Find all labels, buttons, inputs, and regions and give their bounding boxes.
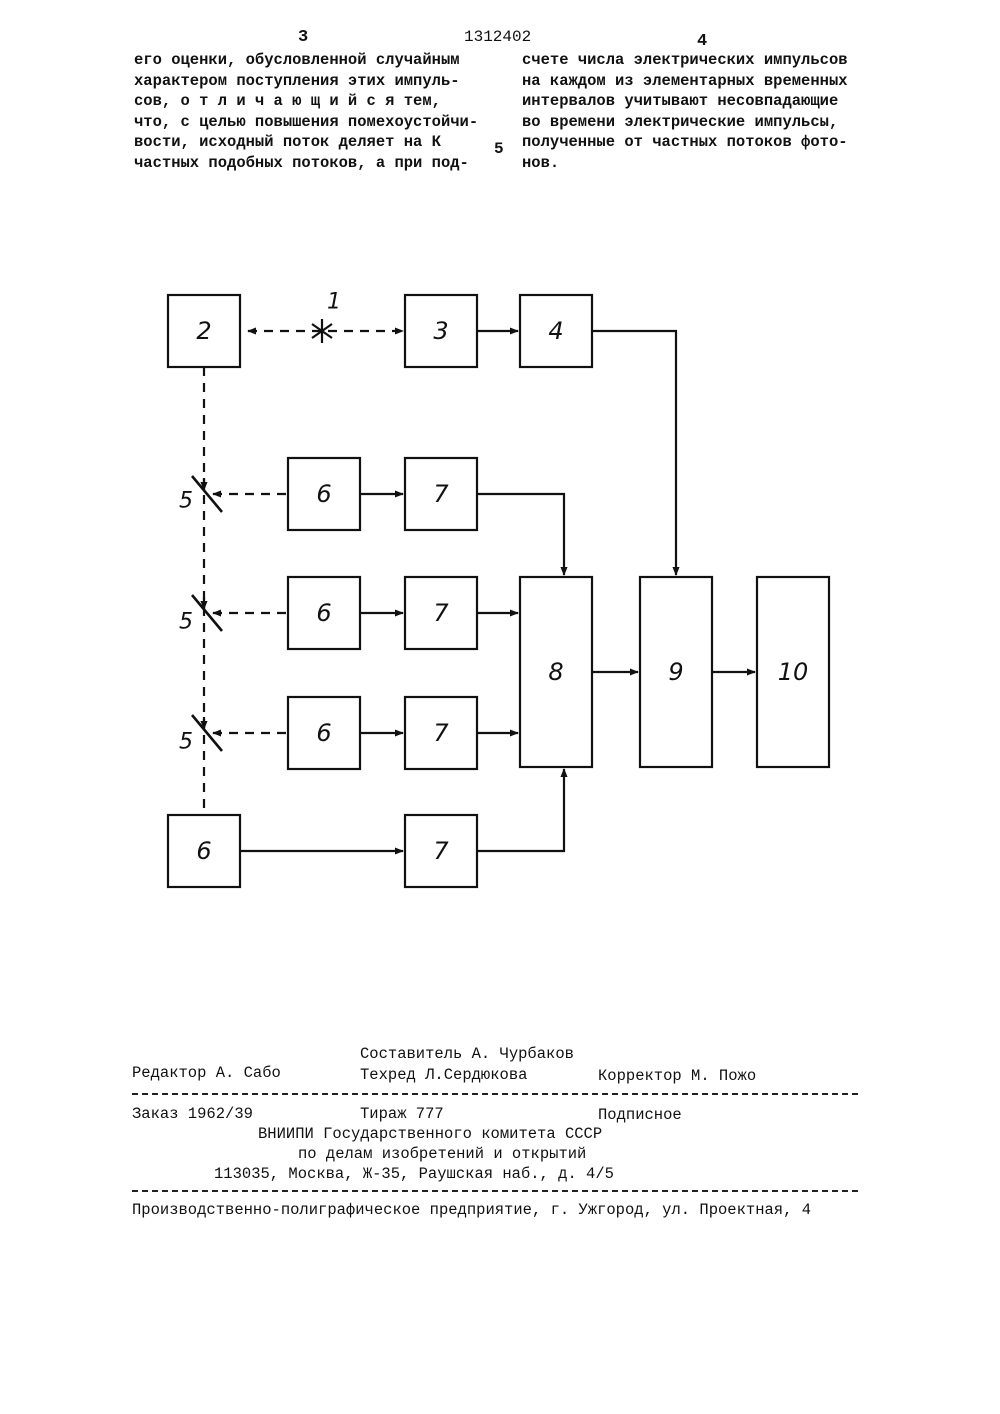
block-4-label: 4 [548, 317, 563, 345]
imprint-subscription: Подписное [598, 1105, 682, 1125]
block-10-label: 10 [778, 658, 809, 686]
imprint-org-line2: по делам изобретений и открытий [298, 1144, 586, 1164]
imprint-techred: Техред Л.Сердюкова [360, 1065, 527, 1085]
block-3-label: 3 [433, 317, 448, 345]
separator-bottom [132, 1190, 858, 1192]
element-5-b-label: 5 [179, 610, 193, 635]
imprint-compiler: Составитель А. Чурбаков [360, 1044, 574, 1064]
block-6-c-label: 6 [316, 719, 331, 747]
block-8-label: 8 [548, 658, 563, 686]
wire-7d-to-8 [477, 769, 564, 851]
block-diagram: 2 3 4 6 7 6 7 6 7 6 7 8 9 10 1 5 5 5 [0, 0, 1000, 1000]
block-7-b-label: 7 [433, 599, 449, 627]
element-5-a-label: 5 [179, 489, 193, 514]
block-6-d-label: 6 [196, 837, 211, 865]
block-9-label: 9 [668, 658, 683, 686]
wire-4-to-9 [592, 331, 676, 575]
block-7-d-label: 7 [433, 837, 449, 865]
imprint-printer: Производственно-полиграфическое предприя… [132, 1200, 811, 1220]
element-1-label: 1 [327, 290, 341, 315]
imprint-circulation: Тираж 777 [360, 1104, 444, 1124]
imprint-order: Заказ 1962/39 [132, 1104, 253, 1124]
separator-top [132, 1093, 858, 1095]
imprint-org-line1: ВНИИПИ Государственного комитета СССР [258, 1124, 602, 1144]
imprint-editor: Редактор А. Сабо [132, 1063, 281, 1083]
block-7-a-label: 7 [433, 480, 449, 508]
imprint-corrector: Корректор М. Пожо [598, 1066, 756, 1086]
imprint-address: 113035, Москва, Ж-35, Раушская наб., д. … [214, 1164, 614, 1184]
element-5-c-label: 5 [179, 730, 193, 755]
block-6-a-label: 6 [316, 480, 331, 508]
block-6-b-label: 6 [316, 599, 331, 627]
block-7-c-label: 7 [433, 719, 449, 747]
wire-7a-to-8 [477, 494, 564, 575]
block-2-label: 2 [196, 317, 211, 345]
